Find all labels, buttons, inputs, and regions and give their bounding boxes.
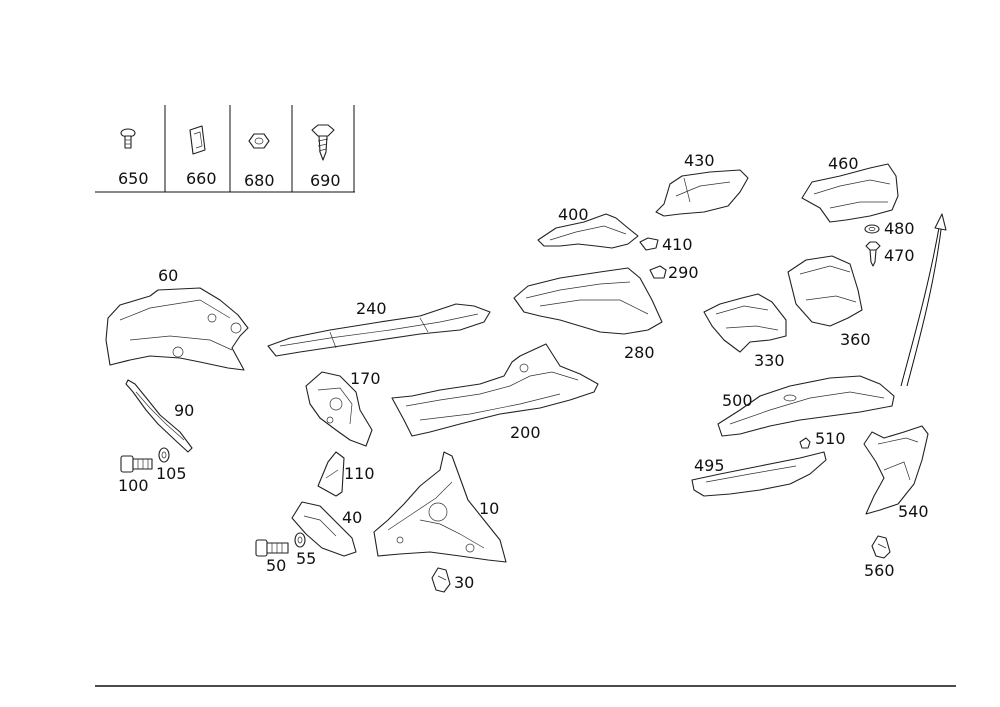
part-label-540: 540 [898,502,929,521]
part-170-bracket [305,371,373,447]
part-480-grommet [864,224,880,234]
legend-label-690: 690 [310,171,341,190]
direction-arrow-icon [900,213,947,387]
part-410-clip [639,237,659,251]
self-tapping-screw-icon [311,124,335,161]
part-540-bracket [863,425,929,515]
part-label-495: 495 [694,456,725,475]
part-label-55: 55 [296,549,316,568]
part-label-290: 290 [668,263,699,282]
fastener-legend-table: 650 660 680 690 [95,105,355,193]
part-110-bracket [317,451,345,497]
part-label-470: 470 [884,246,915,265]
part-105-washer [158,447,170,463]
part-510-clip [799,437,811,449]
part-90-bracket [125,379,193,453]
part-label-430: 430 [684,151,715,170]
part-label-110: 110 [344,464,375,483]
part-560-clip [871,535,891,559]
part-55-washer [294,532,306,548]
part-label-280: 280 [624,343,655,362]
part-200-heat-shield [391,343,599,437]
part-360-heat-shield [787,255,863,327]
part-label-50: 50 [266,556,286,575]
part-100-bolt [120,455,153,473]
part-label-480: 480 [884,219,915,238]
part-label-560: 560 [864,561,895,580]
part-label-10: 10 [479,499,499,518]
part-label-105: 105 [156,464,187,483]
part-430-heat-shield [655,169,749,217]
part-label-200: 200 [510,423,541,442]
part-label-460: 460 [828,154,859,173]
part-label-510: 510 [815,429,846,448]
part-470-screw [865,241,881,267]
part-50-bolt [255,539,289,557]
part-290-clip [649,265,667,279]
legend-label-660: 660 [186,169,217,188]
part-label-90: 90 [174,401,194,420]
part-label-30: 30 [454,573,474,592]
part-400-heat-shield [537,213,639,249]
part-label-410: 410 [662,235,693,254]
legend-label-680: 680 [244,171,275,190]
part-10-heat-shield [373,451,507,563]
part-330-heat-shield [703,293,787,353]
part-60-shield [105,287,249,371]
part-240-heat-shield [267,303,491,357]
part-label-40: 40 [342,508,362,527]
part-495-heat-shield [691,451,827,497]
part-label-330: 330 [754,351,785,370]
part-label-400: 400 [558,205,589,224]
part-280-heat-shield [513,267,663,335]
part-label-100: 100 [118,476,149,495]
part-label-360: 360 [840,330,871,349]
hex-nut-icon [248,133,270,149]
part-30-clip [431,567,451,593]
flat-head-bolt-icon [120,128,136,149]
part-500-heat-shield [717,375,895,437]
part-460-heat-shield [801,163,899,223]
spring-clip-icon [189,125,206,155]
part-label-60: 60 [158,266,178,285]
part-label-500: 500 [722,391,753,410]
part-label-170: 170 [350,369,381,388]
part-label-240: 240 [356,299,387,318]
part-40-bracket [291,501,357,557]
legend-label-650: 650 [118,169,149,188]
